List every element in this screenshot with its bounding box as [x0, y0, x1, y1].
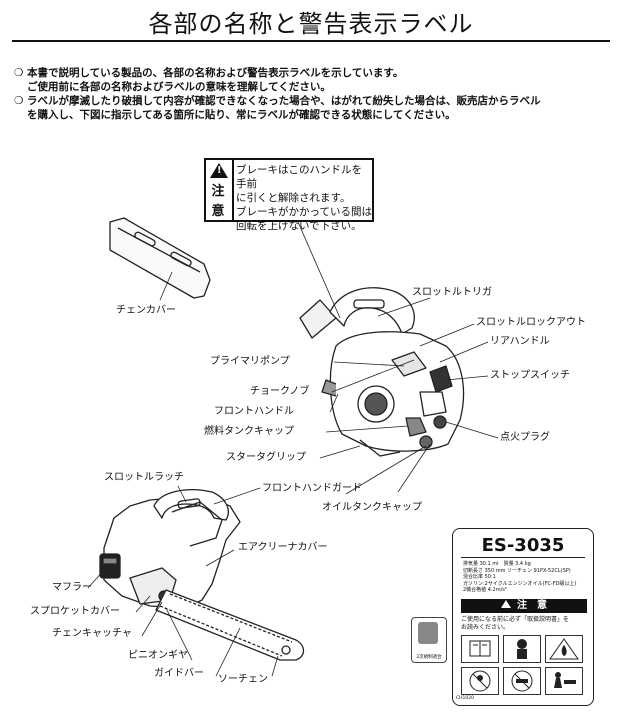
note-text: 本書で説明している製品の、各部の名称および警告表示ラベルを示しています。 — [27, 67, 404, 79]
label-sprocket-cover: スプロケットカバー — [30, 606, 120, 617]
spec-line: 2機合格値 4.2m/s² — [463, 587, 507, 593]
label-choke-knob: チョークノブ — [250, 386, 310, 397]
note-item: ❍ 本書で説明している製品の、各部の名称および警告表示ラベルを示しています。 — [14, 66, 614, 80]
label-spark-plug: 点火プラグ — [500, 432, 550, 443]
label-throttle-trigger: スロットルトリガ — [412, 287, 492, 298]
warning-kanji: 意 — [211, 204, 225, 219]
manual-note-line: お読みください。 — [461, 624, 510, 631]
protective-gear-icon — [503, 635, 541, 663]
spec-line: 排気量 30.1 ml 質量 3.4 kg — [463, 561, 531, 567]
emission-rating-badge: 2次規制適合 — [411, 617, 447, 663]
note-item: ❍ ラベルが摩滅したり破損して内容が確認できなくなった場合や、はがれて紛失した場… — [14, 94, 614, 108]
note-item: を購入し、下図に指示してある箇所に貼り、常にラベルが確認できる状態にしてください… — [14, 108, 614, 122]
manual-note-line: ご使用になる前に必ず「取扱説明書」を — [461, 616, 570, 623]
manual-note: ご使用になる前に必ず「取扱説明書」を お読みください。 — [461, 616, 569, 632]
label-fuel-tank-cap: 燃料タンクキャップ — [204, 426, 294, 437]
label-oil-tank-cap: オイルタンクキャップ — [322, 502, 422, 513]
note-text: ラベルが摩滅したり破損して内容が確認できなくなった場合や、はがれて紛失した場合は… — [27, 95, 541, 107]
warning-line: に引くと解除されます。 — [236, 192, 351, 204]
warning-triangle-icon — [210, 163, 228, 178]
label-stop-switch: ストップスイッチ — [490, 370, 570, 381]
two-hands-operation-icon — [545, 667, 583, 695]
warning-triangle-icon — [501, 600, 511, 608]
warning-kanji: 注 — [211, 184, 225, 199]
title-underline — [12, 40, 610, 42]
warning-line: ブレーキはこのハンドルを手前 — [236, 164, 362, 190]
label-saw-chain: ソーチェン — [218, 674, 268, 685]
warning-line: ブレーキがかかっている間は — [236, 206, 372, 218]
no-children-icon — [461, 667, 499, 695]
label-throttle-latch: スロットルラッチ — [104, 472, 184, 483]
spec-line: 混合比率 50:1 — [463, 574, 496, 580]
label-throttle-lockout: スロットルロックアウト — [476, 317, 586, 328]
warning-kanji-column: 注 意 — [206, 160, 234, 220]
label-code: CH1020 — [456, 696, 474, 701]
bullet-circle-icon: ❍ — [14, 67, 24, 79]
label-front-hand-guard: フロントハンドガード — [262, 483, 362, 494]
note-text: を購入し、下図に指示してある箇所に貼り、常にラベルが確認できる状態にしてください… — [27, 109, 456, 121]
note-text: ご使用前に各部の名称およびラベルの意味を理解してください。 — [27, 81, 331, 93]
brake-warning-label: 注 意 ブレーキはこのハンドルを手前 に引くと解除されます。 ブレーキがかかって… — [204, 158, 374, 232]
label-pinion-gear: ピニオンギヤ — [128, 650, 188, 661]
warning-line: 回転を上げないで下さい。 — [236, 220, 362, 232]
page-title: 各部の名称と警告表示ラベル — [148, 10, 474, 38]
label-starter-grip: スタータグリップ — [226, 452, 306, 463]
label-air-cleaner-cover: エアクリーナカバー — [238, 542, 328, 553]
rating-mark-icon — [418, 622, 438, 644]
label-chain-cover: チェンカバー — [116, 305, 176, 316]
bullet-circle-icon: ❍ — [14, 95, 24, 107]
note-item: ご使用前に各部の名称およびラベルの意味を理解してください。 — [14, 80, 614, 94]
label-muffler: マフラー — [52, 582, 92, 593]
label-primer-pump: プライマリポンプ — [210, 356, 290, 367]
kickback-icon — [503, 667, 541, 695]
fire-hazard-icon — [545, 635, 583, 663]
spec-lines: 排気量 30.1 ml 質量 3.4 kg 切断長さ 350 mm ソーチェン … — [463, 561, 576, 594]
spec-line: 切断長さ 350 mm ソーチェン 91PX-52CL(SP) — [463, 567, 571, 574]
label-chain-catcher: チェンキャッチャ — [52, 628, 132, 639]
warning-text: ブレーキはこのハンドルを手前 に引くと解除されます。 ブレーキがかかっている間は… — [236, 163, 372, 233]
spec-label-panel: ES-3035 排気量 30.1 ml 質量 3.4 kg 切断長さ 350 m… — [411, 528, 594, 706]
label-front-handle: フロントハンドル — [214, 406, 294, 417]
notes-block: ❍ 本書で説明している製品の、各部の名称および警告表示ラベルを示しています。 ご… — [14, 66, 614, 122]
spec-line: ガソリン:2サイクルエンジンオイル(FC-FD級以上) — [463, 580, 577, 587]
label-guide-bar: ガイドバー — [154, 668, 204, 679]
caution-text: 注 意 — [517, 600, 547, 611]
label-rear-handle: リアハンドル — [490, 336, 550, 347]
rating-caption: 2次規制適合 — [416, 655, 442, 660]
read-manual-icon — [461, 635, 499, 663]
model-number: ES-3035 — [461, 535, 585, 558]
caution-banner: 注 意 — [461, 599, 587, 613]
